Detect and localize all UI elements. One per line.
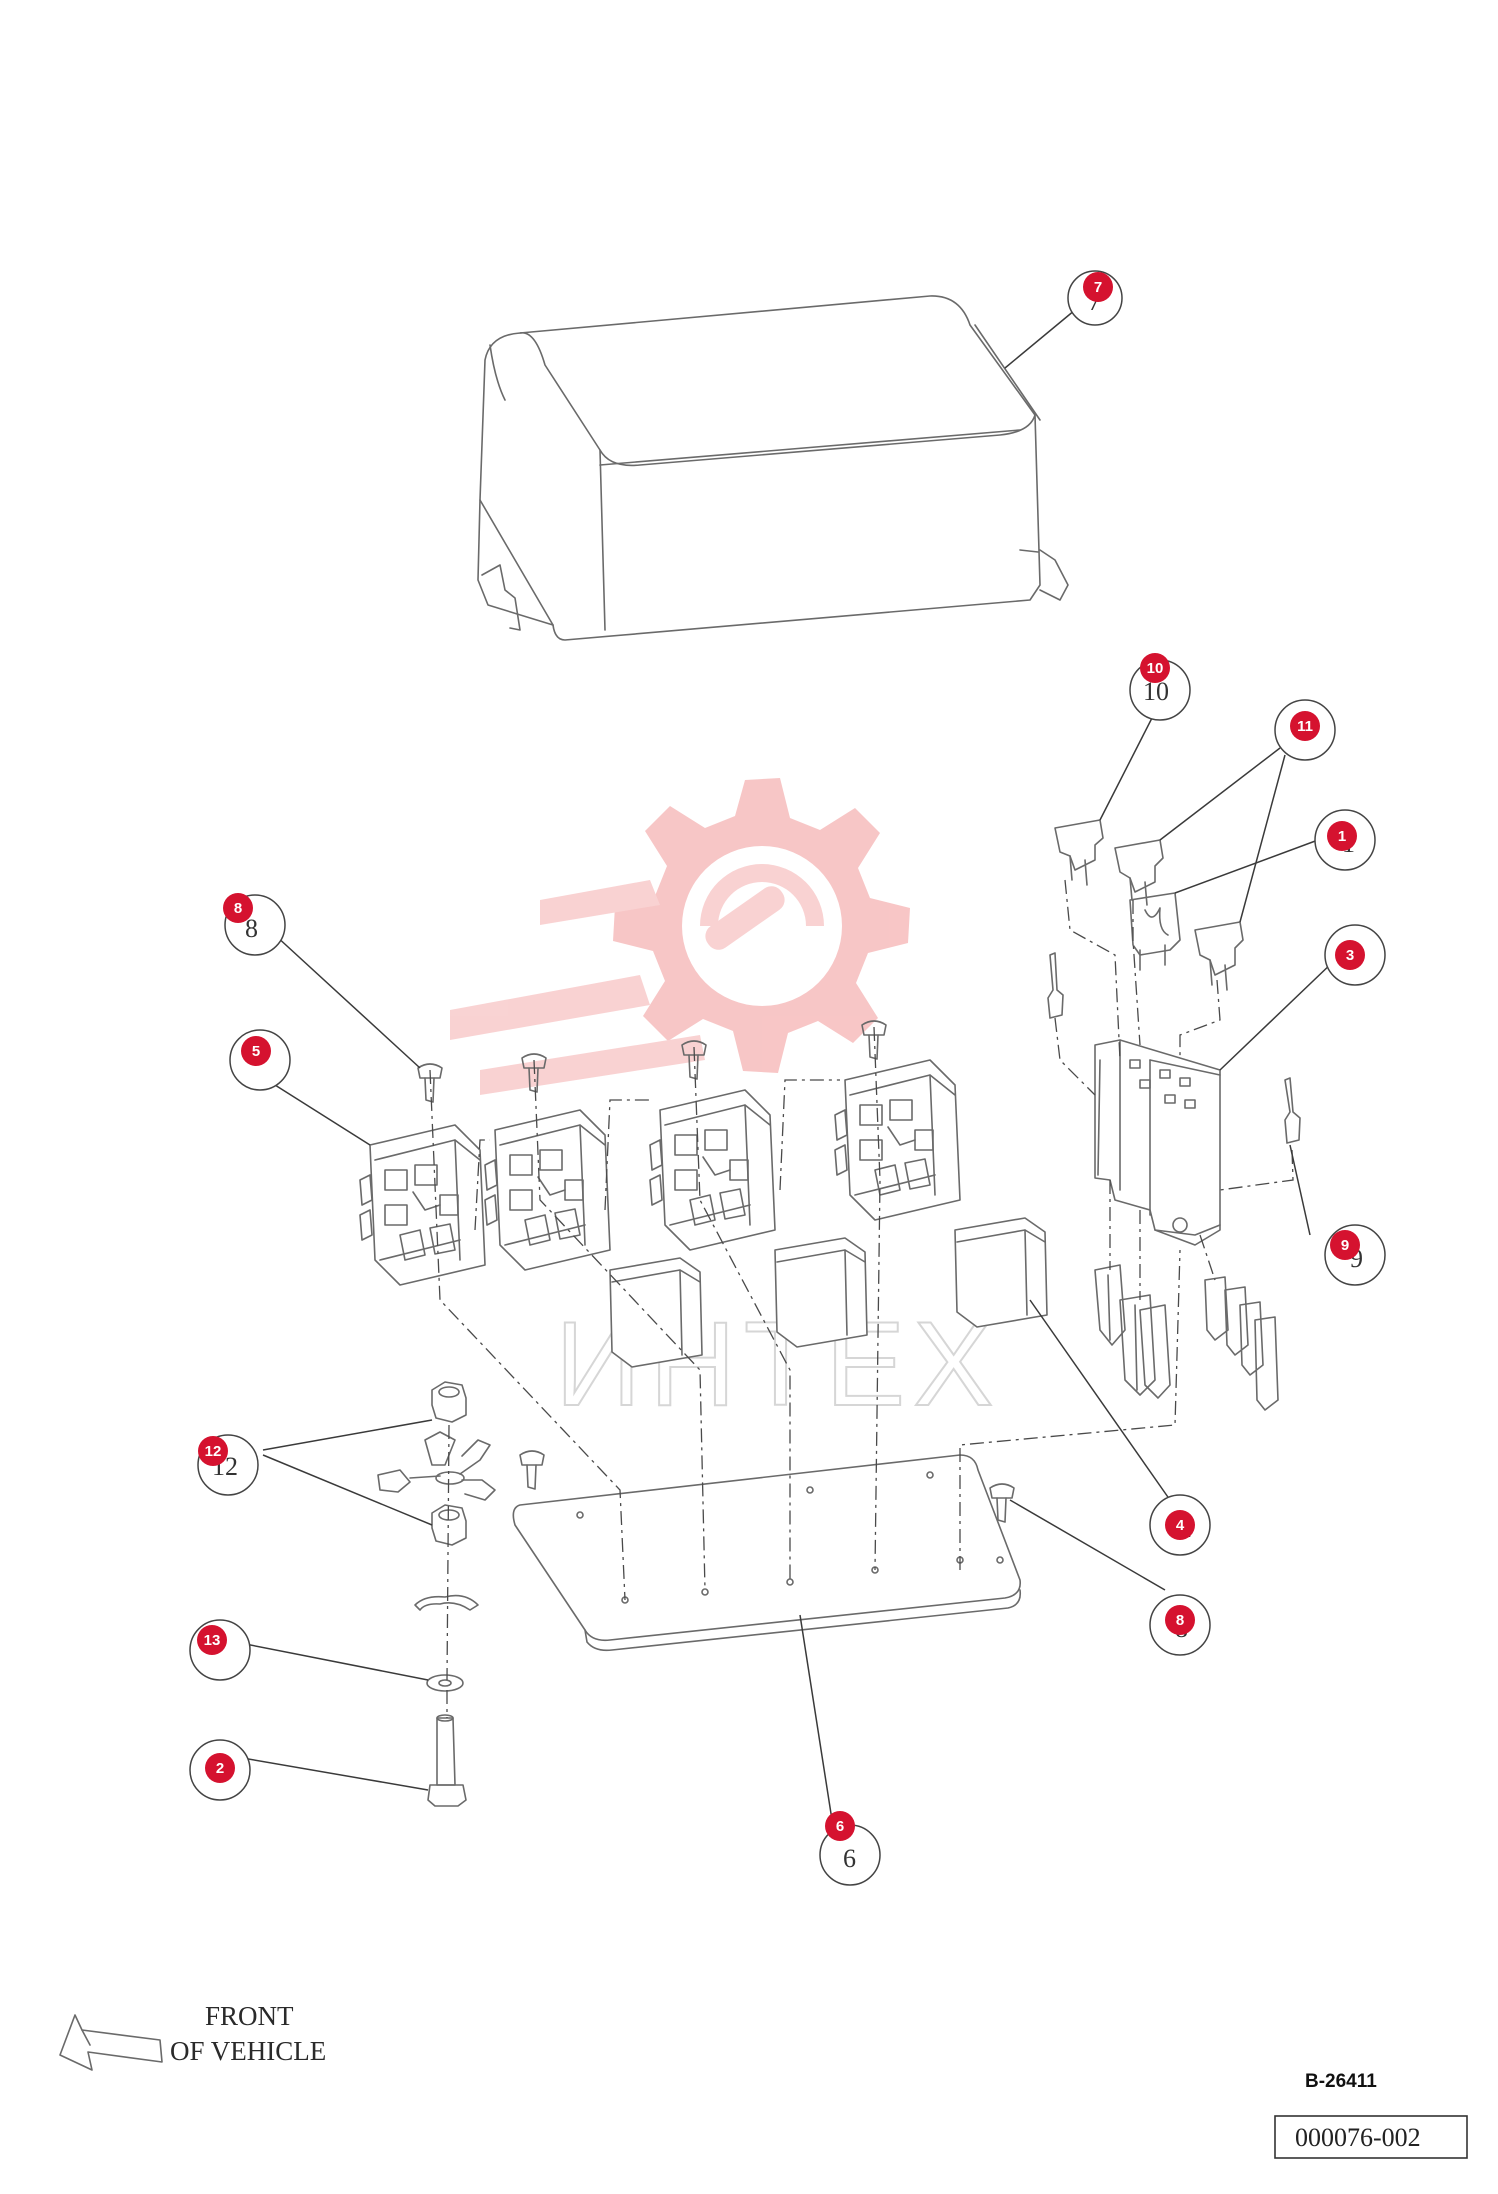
badge-2-label: 2 [216, 1760, 224, 1777]
badge-3-label: 3 [1346, 947, 1354, 964]
badge-6-label: 6 [836, 1818, 844, 1835]
badge-13[interactable]: 13 [197, 1625, 227, 1655]
hex-nut-top [431, 1381, 467, 1423]
spring-clip [414, 1594, 479, 1611]
badge-4[interactable]: 4 [1165, 1510, 1195, 1540]
badge-8-bottom[interactable]: 8 [1165, 1605, 1195, 1635]
terminal-pin-left [1047, 952, 1064, 1019]
rivet-6 [989, 1483, 1015, 1523]
rivet-3 [681, 1040, 707, 1080]
relay-1 [609, 1257, 703, 1368]
rivet-5 [519, 1450, 545, 1490]
bolt [427, 1714, 467, 1807]
relay-socket-1 [359, 1124, 486, 1286]
drawing-code: B-26411 [1305, 2071, 1377, 2092]
terminal-group-1 [1094, 1264, 1126, 1346]
badge-10[interactable]: 10 [1140, 653, 1170, 683]
ring-terminal-assembly [377, 1431, 496, 1501]
badge-8-top[interactable]: 8 [223, 893, 253, 923]
relay-3 [954, 1217, 1048, 1328]
badge-3[interactable]: 3 [1335, 940, 1365, 970]
speed-lines-icon [450, 880, 705, 1095]
badge-6[interactable]: 6 [825, 1811, 855, 1841]
hex-nut-bottom [431, 1504, 467, 1546]
relay-socket-3 [649, 1089, 776, 1251]
document-number: 000076-002 [1295, 2123, 1421, 2152]
rivet-4 [861, 1020, 887, 1060]
fuse-2 [1114, 839, 1164, 906]
badge-11-label: 11 [1297, 718, 1313, 735]
badge-4-label: 4 [1176, 1517, 1185, 1534]
badge-10-label: 10 [1147, 660, 1164, 677]
front-direction-arrow-icon [59, 2014, 163, 2071]
badge-2[interactable]: 2 [205, 1753, 235, 1783]
assembly-lines [429, 879, 1294, 1718]
front-label-line1: FRONT [205, 2001, 294, 2031]
fuse-block [1094, 1039, 1221, 1246]
fuse-1 [1054, 819, 1104, 886]
badge-9[interactable]: 9 [1330, 1230, 1360, 1260]
document-number-box: 000076-002 [1274, 2115, 1468, 2159]
badge-12[interactable]: 12 [198, 1436, 228, 1466]
badge-12-label: 12 [205, 1443, 222, 1460]
badge-13-label: 13 [204, 1632, 221, 1649]
relay-box-cover [477, 295, 1069, 641]
relay-socket-2 [484, 1109, 611, 1271]
badge-7[interactable]: 7 [1083, 272, 1113, 302]
badge-8-top-label: 8 [234, 900, 242, 917]
badge-1-label: 1 [1338, 828, 1346, 845]
badge-11[interactable]: 11 [1290, 711, 1320, 741]
badge-7-label: 7 [1094, 279, 1102, 296]
badge-5-label: 5 [252, 1043, 260, 1060]
leader-lines [224, 309, 1336, 1821]
relay-2 [774, 1237, 868, 1348]
terminal-pin-right [1284, 1077, 1301, 1144]
front-label-line2: OF VEHICLE [170, 2036, 326, 2066]
callout-8-top-number: 8 [245, 914, 258, 943]
badge-5[interactable]: 5 [241, 1036, 271, 1066]
rivet-2 [521, 1053, 547, 1093]
fuse-3 [1194, 921, 1244, 991]
circuit-breaker [1129, 892, 1181, 971]
base-plate [512, 1454, 1022, 1652]
rivet-1 [417, 1063, 443, 1103]
callout-6-number: 6 [843, 1844, 856, 1873]
terminal-group-3 [1204, 1276, 1279, 1411]
badge-8-bottom-label: 8 [1176, 1612, 1184, 1629]
relay-socket-4 [834, 1059, 961, 1221]
terminal-group-2 [1119, 1294, 1171, 1399]
badge-9-label: 9 [1341, 1237, 1349, 1254]
gear-icon [613, 778, 910, 1073]
flat-washer [426, 1674, 464, 1692]
badge-1[interactable]: 1 [1327, 821, 1357, 851]
